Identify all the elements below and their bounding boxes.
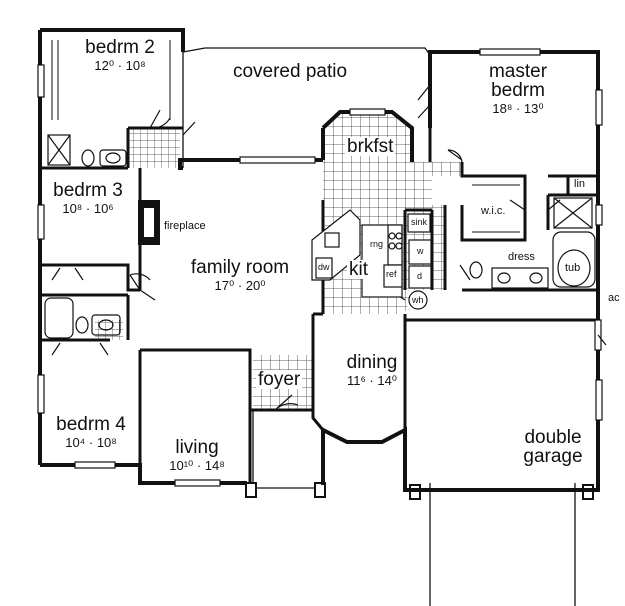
living-name: living [175, 437, 219, 458]
family-room-name: family room [190, 257, 290, 278]
garage-name-2: garage [523, 446, 583, 467]
d-label: d [417, 271, 423, 281]
bedrm3-name: bedrm 3 [53, 180, 123, 201]
bedrm2-label: bedrm 2 12⁰ · 10⁸ [80, 38, 160, 72]
fireplace-symbol [138, 200, 160, 245]
covered-patio-label: covered patio [232, 61, 348, 82]
lin-label: lin [574, 178, 586, 190]
master-bedrm-label: master bedrm 18⁸ · 13⁰ [468, 62, 568, 115]
ref-label: ref [386, 269, 397, 279]
master-dim: 18⁸ · 13⁰ [492, 101, 544, 116]
garage-name-1: double [524, 427, 582, 448]
wic-label: w.i.c. [481, 205, 506, 217]
dining-label: dining 11⁶ · 14⁰ [332, 353, 412, 387]
dw-label: dw [318, 262, 330, 272]
bedrm2-dim: 12⁰ · 10⁸ [94, 58, 146, 73]
living-label: living 10¹⁰ · 14⁸ [155, 438, 239, 472]
bedrm4-name: bedrm 4 [56, 414, 126, 435]
foyer-label: foyer [256, 369, 303, 390]
brkfst-label: brkfst [345, 136, 396, 157]
windows [37, 48, 603, 487]
bedrm3-dim: 10⁸ · 10⁶ [62, 201, 114, 216]
dining-name: dining [346, 352, 398, 373]
porch-outline [252, 410, 324, 489]
ac-label: ac [608, 292, 620, 304]
bedrm3-label: bedrm 3 10⁸ · 10⁶ [48, 181, 128, 215]
w-label: w [417, 246, 424, 256]
closets [51, 40, 520, 233]
sink-label: sink [411, 217, 428, 227]
kit-label: kit [347, 259, 370, 280]
rng-label: rng [368, 239, 386, 249]
master-name-1: master [488, 61, 548, 82]
bedrm4-label: bedrm 4 10⁴ · 10⁸ [48, 415, 134, 449]
living-dim: 10¹⁰ · 14⁸ [169, 458, 225, 473]
garage-label: double garage [503, 428, 603, 466]
fireplace-label: fireplace [164, 220, 206, 232]
bedrm4-dim: 10⁴ · 10⁸ [65, 435, 117, 450]
bath2-tile [128, 128, 180, 168]
kitchen-fixtures [311, 209, 432, 310]
bedrm2-name: bedrm 2 [85, 37, 155, 58]
patio-outline [182, 47, 431, 56]
dining-dim: 11⁶ · 14⁰ [346, 373, 398, 388]
dress-label: dress [506, 251, 537, 263]
family-room-dim: 17⁰ · 20⁰ [214, 278, 266, 293]
wh-label: wh [412, 295, 424, 305]
bath-fixtures [44, 134, 596, 339]
family-room-label: family room 17⁰ · 20⁰ [180, 258, 300, 292]
master-name-2: bedrm [491, 80, 545, 101]
tub-label: tub [565, 262, 581, 274]
